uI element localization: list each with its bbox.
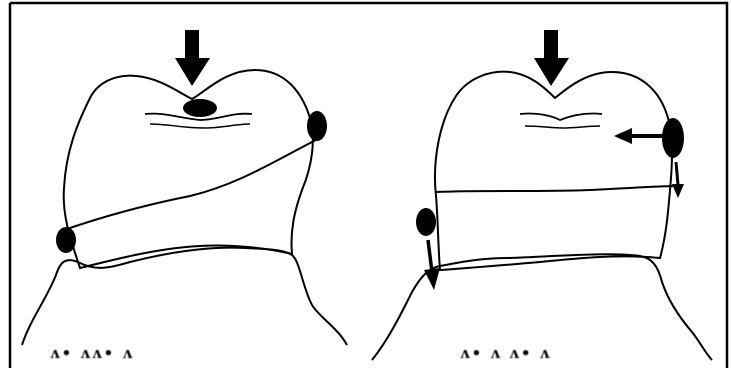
left-distal-contact-dot [307, 111, 327, 141]
right-cej-line [436, 186, 678, 192]
right-groove-2 [525, 126, 600, 128]
right-force-arrow-shaft [544, 30, 558, 60]
right-distal-down-arrow-head [672, 184, 684, 198]
right-distal-down-arrow-shaft [676, 162, 678, 185]
left-tooth-group [22, 30, 347, 345]
left-crown-outline [64, 70, 313, 268]
right-horizontal-arrow-head [614, 128, 632, 144]
frame-border [10, 3, 727, 368]
left-gum-line [22, 248, 347, 345]
left-mesial-contact-dot [56, 227, 76, 253]
right-mesial-contact-dot [416, 208, 436, 236]
right-force-arrow-head [534, 58, 569, 86]
left-occlusal-contact-dot [183, 99, 217, 117]
right-crown-outline [435, 72, 672, 270]
left-force-arrow-head [175, 58, 210, 86]
right-mesial-down-arrow-shaft [428, 240, 432, 272]
left-force-arrow-shaft [185, 30, 199, 60]
left-panel-caption: ᴧ• ᴧᴧ• ᴧ [50, 344, 134, 366]
right-tooth-group [372, 30, 712, 360]
left-groove-2 [150, 124, 250, 128]
left-cej-line [64, 140, 316, 230]
right-distal-contact-dot [662, 118, 684, 158]
right-mesial-down-arrow-head [424, 268, 440, 290]
right-central-groove [520, 113, 602, 120]
right-panel-caption: ᴧ• ᴧ ᴧ• ᴧ [460, 344, 551, 366]
